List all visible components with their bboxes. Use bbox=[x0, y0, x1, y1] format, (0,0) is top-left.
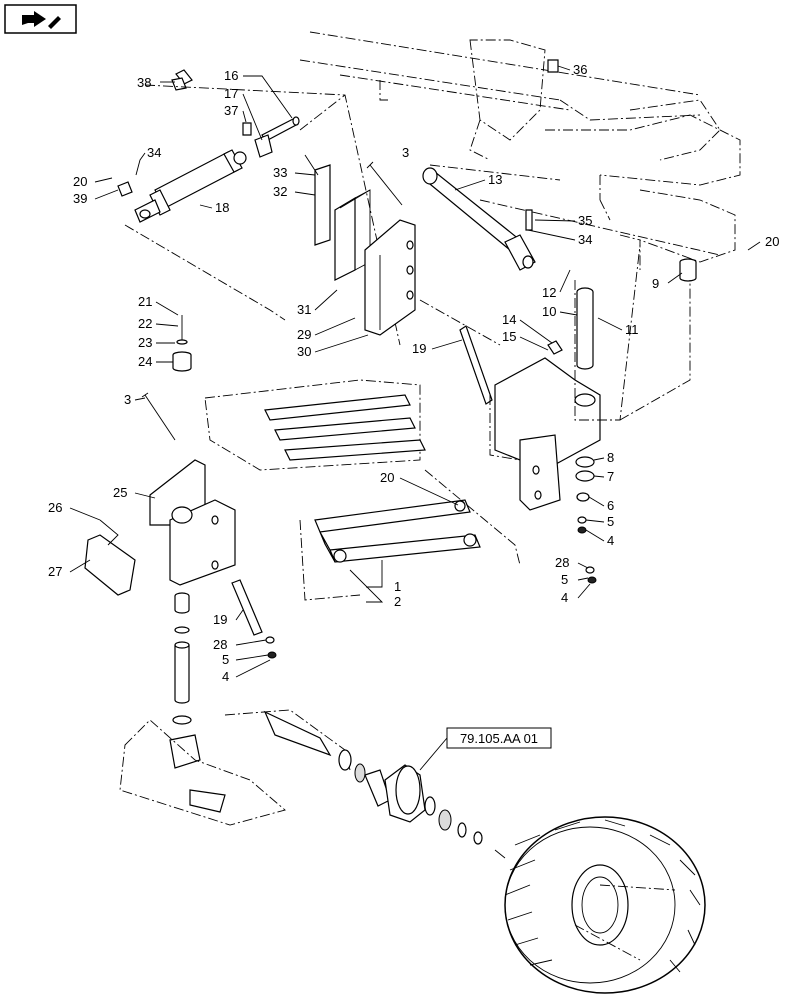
part-14-15-fitting bbox=[547, 244, 641, 421]
callout-5-right[interactable]: 5 bbox=[607, 514, 614, 529]
part-24-bushing bbox=[172, 315, 192, 372]
callout-19-upper[interactable]: 19 bbox=[412, 341, 426, 356]
callout-3-top[interactable]: 3 bbox=[402, 145, 409, 160]
callout-20-right[interactable]: 20 bbox=[765, 234, 779, 249]
part-33-bolt bbox=[304, 154, 319, 176]
callout-3-lower[interactable]: 3 bbox=[124, 392, 131, 407]
part-18-cylinder bbox=[134, 149, 247, 223]
callout-32[interactable]: 32 bbox=[273, 184, 287, 199]
part-25-bracket bbox=[149, 459, 236, 586]
part-26-clip bbox=[99, 519, 119, 546]
tube-assembly-upper bbox=[204, 379, 426, 471]
part-16-pin bbox=[254, 116, 300, 158]
callout-16[interactable]: 16 bbox=[224, 68, 238, 83]
part-8-washer bbox=[575, 456, 595, 468]
callout-26[interactable]: 26 bbox=[48, 500, 62, 515]
part-39-pin bbox=[117, 181, 133, 197]
callout-10[interactable]: 10 bbox=[542, 304, 556, 319]
part-19-pin-lower bbox=[231, 579, 263, 636]
callout-31[interactable]: 31 bbox=[297, 302, 311, 317]
callout-19-lower[interactable]: 19 bbox=[213, 612, 227, 627]
reference-label: 79.105.AA 01 bbox=[460, 731, 538, 746]
part-31-shims bbox=[334, 189, 371, 281]
nav-button[interactable] bbox=[4, 4, 77, 34]
callout-29[interactable]: 29 bbox=[297, 327, 311, 342]
return-arrow-icon bbox=[22, 11, 61, 29]
callout-20-mid[interactable]: 20 bbox=[380, 470, 394, 485]
callout-2[interactable]: 2 bbox=[394, 594, 401, 609]
spindle-post bbox=[169, 592, 201, 769]
axle-arm bbox=[119, 709, 351, 826]
callout-7[interactable]: 7 bbox=[607, 469, 614, 484]
part-35-pin bbox=[525, 209, 533, 231]
callout-33[interactable]: 33 bbox=[273, 165, 287, 180]
callout-13[interactable]: 13 bbox=[488, 172, 502, 187]
callout-34-left[interactable]: 34 bbox=[147, 145, 161, 160]
callout-20-left[interactable]: 20 bbox=[73, 174, 87, 189]
part-7-washer bbox=[575, 470, 595, 482]
callout-15[interactable]: 15 bbox=[502, 329, 516, 344]
callout-24[interactable]: 24 bbox=[138, 354, 152, 369]
callout-39[interactable]: 39 bbox=[73, 191, 87, 206]
callout-4-right[interactable]: 4 bbox=[607, 533, 614, 548]
part-27-cover bbox=[84, 534, 136, 596]
callout-9[interactable]: 9 bbox=[652, 276, 659, 291]
callout-36[interactable]: 36 bbox=[573, 62, 587, 77]
callout-5-left[interactable]: 5 bbox=[222, 652, 229, 667]
leader-lines bbox=[69, 65, 761, 678]
callout-22[interactable]: 22 bbox=[138, 316, 152, 331]
part-5-4-nut bbox=[265, 516, 597, 659]
part-3-bolt-upper bbox=[366, 161, 403, 206]
callout-11[interactable]: 11 bbox=[625, 322, 639, 337]
callout-38[interactable]: 38 bbox=[137, 75, 151, 90]
part-37-pin bbox=[242, 122, 252, 136]
callout-5-lower[interactable]: 5 bbox=[561, 572, 568, 587]
callout-23[interactable]: 23 bbox=[138, 335, 152, 350]
part-9-bushing bbox=[679, 258, 697, 282]
tire-assembly bbox=[504, 816, 706, 994]
callout-28-left[interactable]: 28 bbox=[213, 637, 227, 652]
callout-35[interactable]: 35 bbox=[578, 213, 592, 228]
part-32-plate bbox=[314, 164, 331, 246]
callout-17[interactable]: 17 bbox=[224, 86, 238, 101]
callout-21[interactable]: 21 bbox=[138, 294, 152, 309]
part-3-bolt-lower bbox=[141, 392, 176, 441]
part-10-post bbox=[576, 287, 594, 370]
hub-assembly bbox=[338, 749, 506, 859]
callout-37[interactable]: 37 bbox=[224, 103, 238, 118]
callout-1[interactable]: 1 bbox=[394, 579, 401, 594]
part-19-pin-upper bbox=[459, 325, 493, 405]
part-13-cylinder bbox=[422, 167, 536, 271]
callout-labels: 38 16 17 37 34 20 39 18 33 32 3 13 35 34… bbox=[48, 62, 779, 684]
callout-30[interactable]: 30 bbox=[297, 344, 311, 359]
callout-6[interactable]: 6 bbox=[607, 498, 614, 513]
callout-18[interactable]: 18 bbox=[215, 200, 229, 215]
callout-4-lower[interactable]: 4 bbox=[561, 590, 568, 605]
main-frame bbox=[299, 31, 741, 282]
part-1-frame bbox=[314, 499, 481, 563]
callout-14[interactable]: 14 bbox=[502, 312, 516, 327]
reference-box[interactable]: 79.105.AA 01 bbox=[419, 727, 552, 771]
callout-12[interactable]: 12 bbox=[542, 285, 556, 300]
callout-34-right[interactable]: 34 bbox=[578, 232, 592, 247]
part-30-bracket bbox=[364, 219, 416, 336]
knuckle-assembly bbox=[489, 357, 601, 511]
part-6-washer bbox=[576, 492, 590, 502]
callout-25[interactable]: 25 bbox=[113, 485, 127, 500]
callout-4-left[interactable]: 4 bbox=[222, 669, 229, 684]
callout-28-right[interactable]: 28 bbox=[555, 555, 569, 570]
callout-27[interactable]: 27 bbox=[48, 564, 62, 579]
callout-8[interactable]: 8 bbox=[607, 450, 614, 465]
